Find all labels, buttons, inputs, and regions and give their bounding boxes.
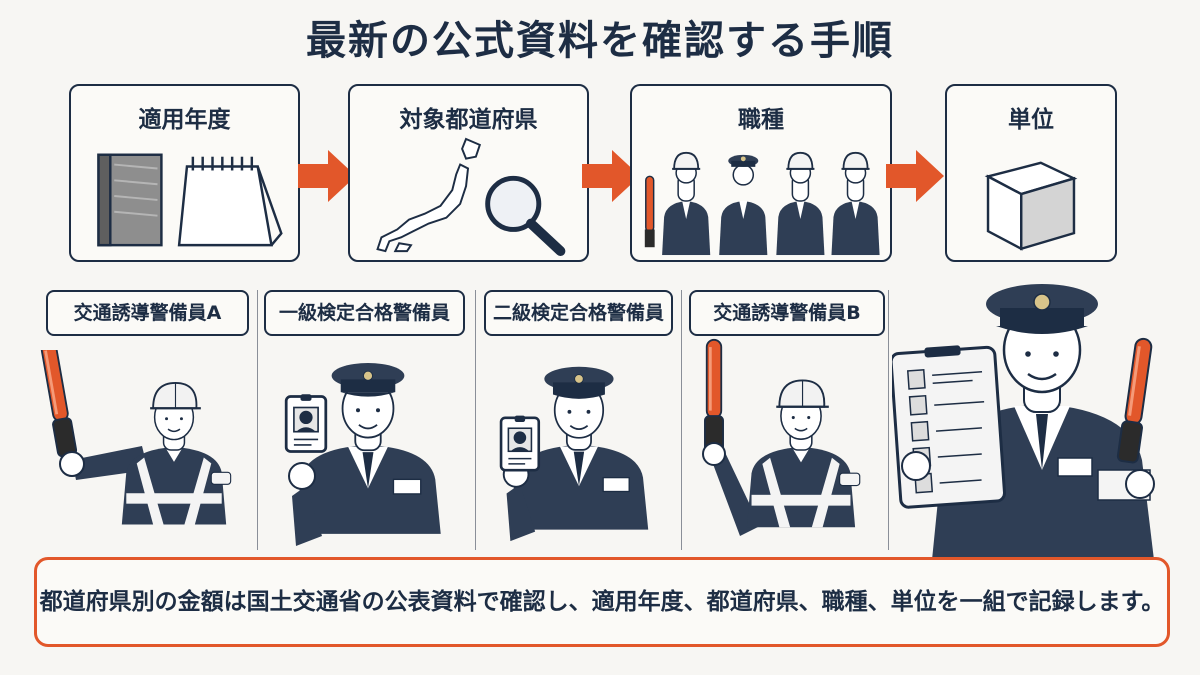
step-box-year: 適用年度 bbox=[69, 84, 300, 262]
id-badge-icon bbox=[499, 415, 541, 472]
second-class-guard-figure bbox=[499, 365, 650, 542]
guards-group-icon bbox=[644, 151, 881, 256]
role-tag-traffic-guard-b: 交通誘導警備員B bbox=[689, 290, 885, 336]
traffic-guard-b-figure bbox=[702, 338, 862, 536]
summary-note: 都道府県別の金額は国土交通省の公表資料で確認し、適用年度、都道府県、職種、単位を… bbox=[34, 557, 1170, 647]
japan-map-magnifier-icon bbox=[376, 137, 566, 257]
role-tag-first-class-guard: 一級検定合格警備員 bbox=[264, 290, 465, 336]
traffic-guard-a-figure bbox=[37, 350, 233, 527]
step-label: 対象都道府県 bbox=[399, 107, 538, 133]
cube-icon bbox=[984, 161, 1078, 251]
column-divider bbox=[257, 290, 258, 550]
step-label: 職種 bbox=[738, 107, 784, 133]
step-box-prefecture: 対象都道府県 bbox=[348, 84, 589, 262]
officer-with-clipboard-figure bbox=[892, 284, 1157, 560]
page-title: 最新の公式資料を確認する手順 bbox=[306, 18, 894, 64]
first-class-guard-figure bbox=[284, 361, 442, 546]
step-label: 単位 bbox=[1008, 107, 1054, 133]
id-badge-icon bbox=[284, 394, 328, 453]
calendar-book-icon bbox=[97, 153, 283, 247]
step-box-unit: 単位 bbox=[945, 84, 1117, 262]
column-divider bbox=[888, 290, 889, 550]
column-divider bbox=[475, 290, 476, 550]
step-label: 適用年度 bbox=[138, 107, 231, 133]
role-tag-traffic-guard-a: 交通誘導警備員A bbox=[46, 290, 249, 336]
next-arrow-icon bbox=[884, 148, 946, 204]
column-divider bbox=[681, 290, 682, 550]
step-box-job-type: 職種 bbox=[630, 84, 892, 262]
role-tag-second-class-guard: 二級検定合格警備員 bbox=[484, 290, 673, 336]
